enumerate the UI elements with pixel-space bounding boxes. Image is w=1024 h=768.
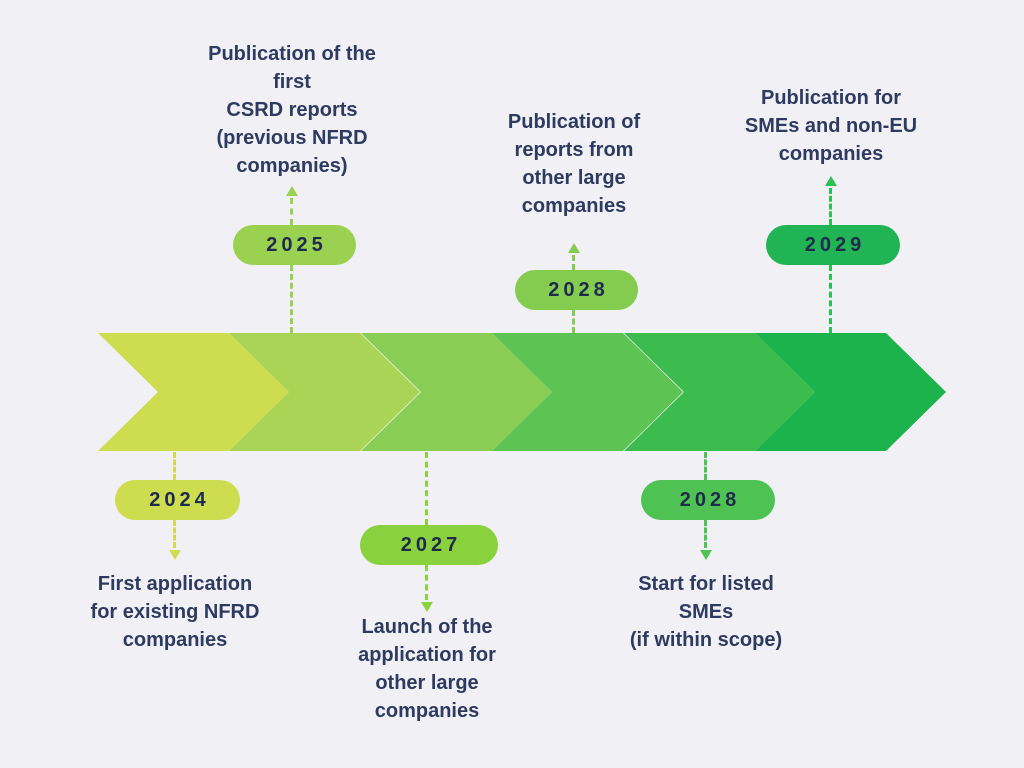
year-pill: 2025: [233, 225, 356, 265]
connector-line: [704, 452, 707, 480]
year-pill: 2024: [115, 480, 240, 520]
event-label: Launch of the application for other larg…: [358, 616, 496, 722]
year-label: 2025: [266, 233, 327, 256]
year-pill: 2028: [641, 480, 775, 520]
connector-line: [572, 310, 575, 333]
event-label: Start for listed SMEs (if within scope): [629, 573, 783, 651]
connector-line: [425, 452, 428, 525]
timeline-arrow: [98, 333, 946, 451]
event-label: Publication of the first CSRD reports (p…: [208, 43, 376, 177]
arrow-down-icon: [700, 550, 712, 560]
connector-line: [290, 265, 293, 333]
arrow-up-icon: [286, 186, 298, 196]
year-pill: 2028: [515, 270, 638, 310]
year-label: 2028: [548, 278, 609, 301]
connector-line: [173, 452, 176, 480]
year-pill: 2027: [360, 525, 498, 565]
year-pill: 2029: [766, 225, 900, 265]
connector-line: [572, 255, 575, 270]
connector-line: [704, 520, 707, 548]
connector-line: [829, 265, 832, 333]
arrow-up-icon: [568, 243, 580, 253]
event-label: Publication of reports from other large …: [507, 111, 641, 217]
arrow-up-icon: [825, 176, 837, 186]
year-label: 2024: [149, 488, 210, 511]
year-label: 2027: [400, 533, 462, 556]
arrow-down-icon: [421, 602, 433, 612]
connector-line: [173, 520, 176, 548]
year-label: 2028: [679, 488, 741, 511]
event-label: Publication for SMEs and non-EU companie…: [744, 87, 918, 165]
arrow-down-icon: [169, 550, 181, 560]
event-label: First application for existing NFRD comp…: [90, 573, 260, 651]
connector-line: [829, 188, 832, 225]
year-label: 2029: [804, 233, 866, 256]
connector-line: [290, 198, 293, 225]
connector-line: [425, 565, 428, 600]
